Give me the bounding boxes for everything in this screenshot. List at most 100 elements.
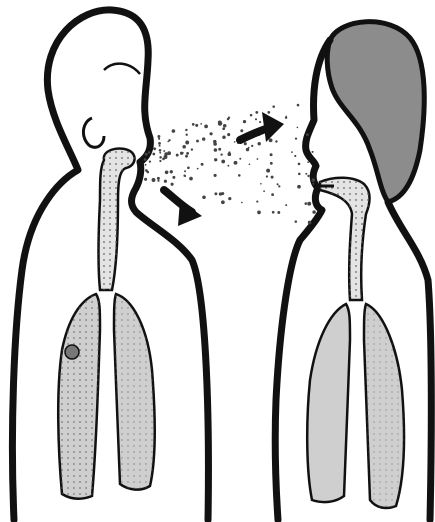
droplet [297,104,300,107]
droplet [255,111,258,114]
droplet [185,141,189,145]
droplet [294,155,296,157]
droplet [277,183,279,185]
droplet [269,138,273,142]
droplet [234,161,238,165]
droplet [152,153,155,156]
droplet [244,142,247,145]
droplet [285,117,287,119]
droplet [183,175,185,177]
speaker-ear [83,118,104,147]
droplet [172,176,175,179]
droplet [158,138,160,140]
droplet [148,151,150,153]
droplet [222,136,225,139]
droplet [259,121,261,123]
speaker-infection-spot [65,345,79,359]
droplet [312,178,316,182]
droplet [307,161,309,163]
droplet [189,177,193,181]
droplet [186,134,188,136]
droplet [168,139,170,141]
droplet [305,202,308,205]
droplet [243,120,246,123]
droplet [162,158,165,161]
droplet [210,132,213,135]
droplet [239,158,241,160]
droplet [228,153,231,156]
droplet [158,142,161,145]
droplet [171,183,174,186]
droplet [270,153,273,156]
droplet [308,221,312,225]
lower-arrow-head [178,200,202,226]
droplet [144,178,147,181]
droplet [183,146,186,149]
droplet [213,142,217,146]
droplet [240,129,243,132]
droplet [172,129,176,133]
droplet [159,160,161,162]
droplet [306,133,309,136]
droplet [159,145,161,147]
droplet [307,175,309,177]
droplet [275,140,277,142]
droplet [255,118,257,120]
speaker-figure [12,10,208,520]
droplet [250,114,253,117]
droplet [159,149,162,152]
droplet [167,151,171,155]
speaker-cheek [104,64,140,74]
droplet [297,127,299,129]
droplet [312,151,314,153]
droplet [312,183,314,185]
droplet [267,111,270,114]
droplet [272,105,275,108]
droplet [157,180,159,182]
droplet [218,148,221,151]
droplet [295,138,297,140]
droplet [249,163,251,165]
droplet [277,211,280,214]
droplet [184,170,186,172]
droplet [152,178,156,182]
droplet [266,169,270,173]
droplet [291,151,293,153]
droplet [222,127,225,130]
droplet [305,173,307,175]
droplet [266,175,268,177]
droplet [297,185,301,189]
droplet [295,220,298,223]
droplet [200,123,202,125]
droplet [202,196,206,200]
droplet [204,125,208,129]
droplet [192,123,195,126]
droplet [221,160,225,164]
droplet [263,190,265,192]
droplet [185,129,187,131]
droplet [219,192,222,195]
droplet [238,174,241,177]
droplet [241,202,243,204]
listener-figure [275,22,431,520]
droplet [149,160,151,162]
droplet [202,137,205,140]
droplet [164,180,167,183]
droplet [145,164,147,166]
droplet [222,192,224,194]
droplet [144,158,147,161]
droplet [191,148,193,150]
droplet [159,152,161,154]
droplet [258,142,261,145]
droplet [185,155,188,158]
droplet [146,171,149,174]
lower-arrow [164,190,202,226]
droplet [157,135,160,138]
droplet [256,158,258,160]
droplet [170,170,173,173]
droplet [260,183,262,185]
droplet [271,193,274,196]
upper-arrow-head [262,112,284,142]
droplet [251,145,253,147]
droplet-cloud [144,104,316,225]
